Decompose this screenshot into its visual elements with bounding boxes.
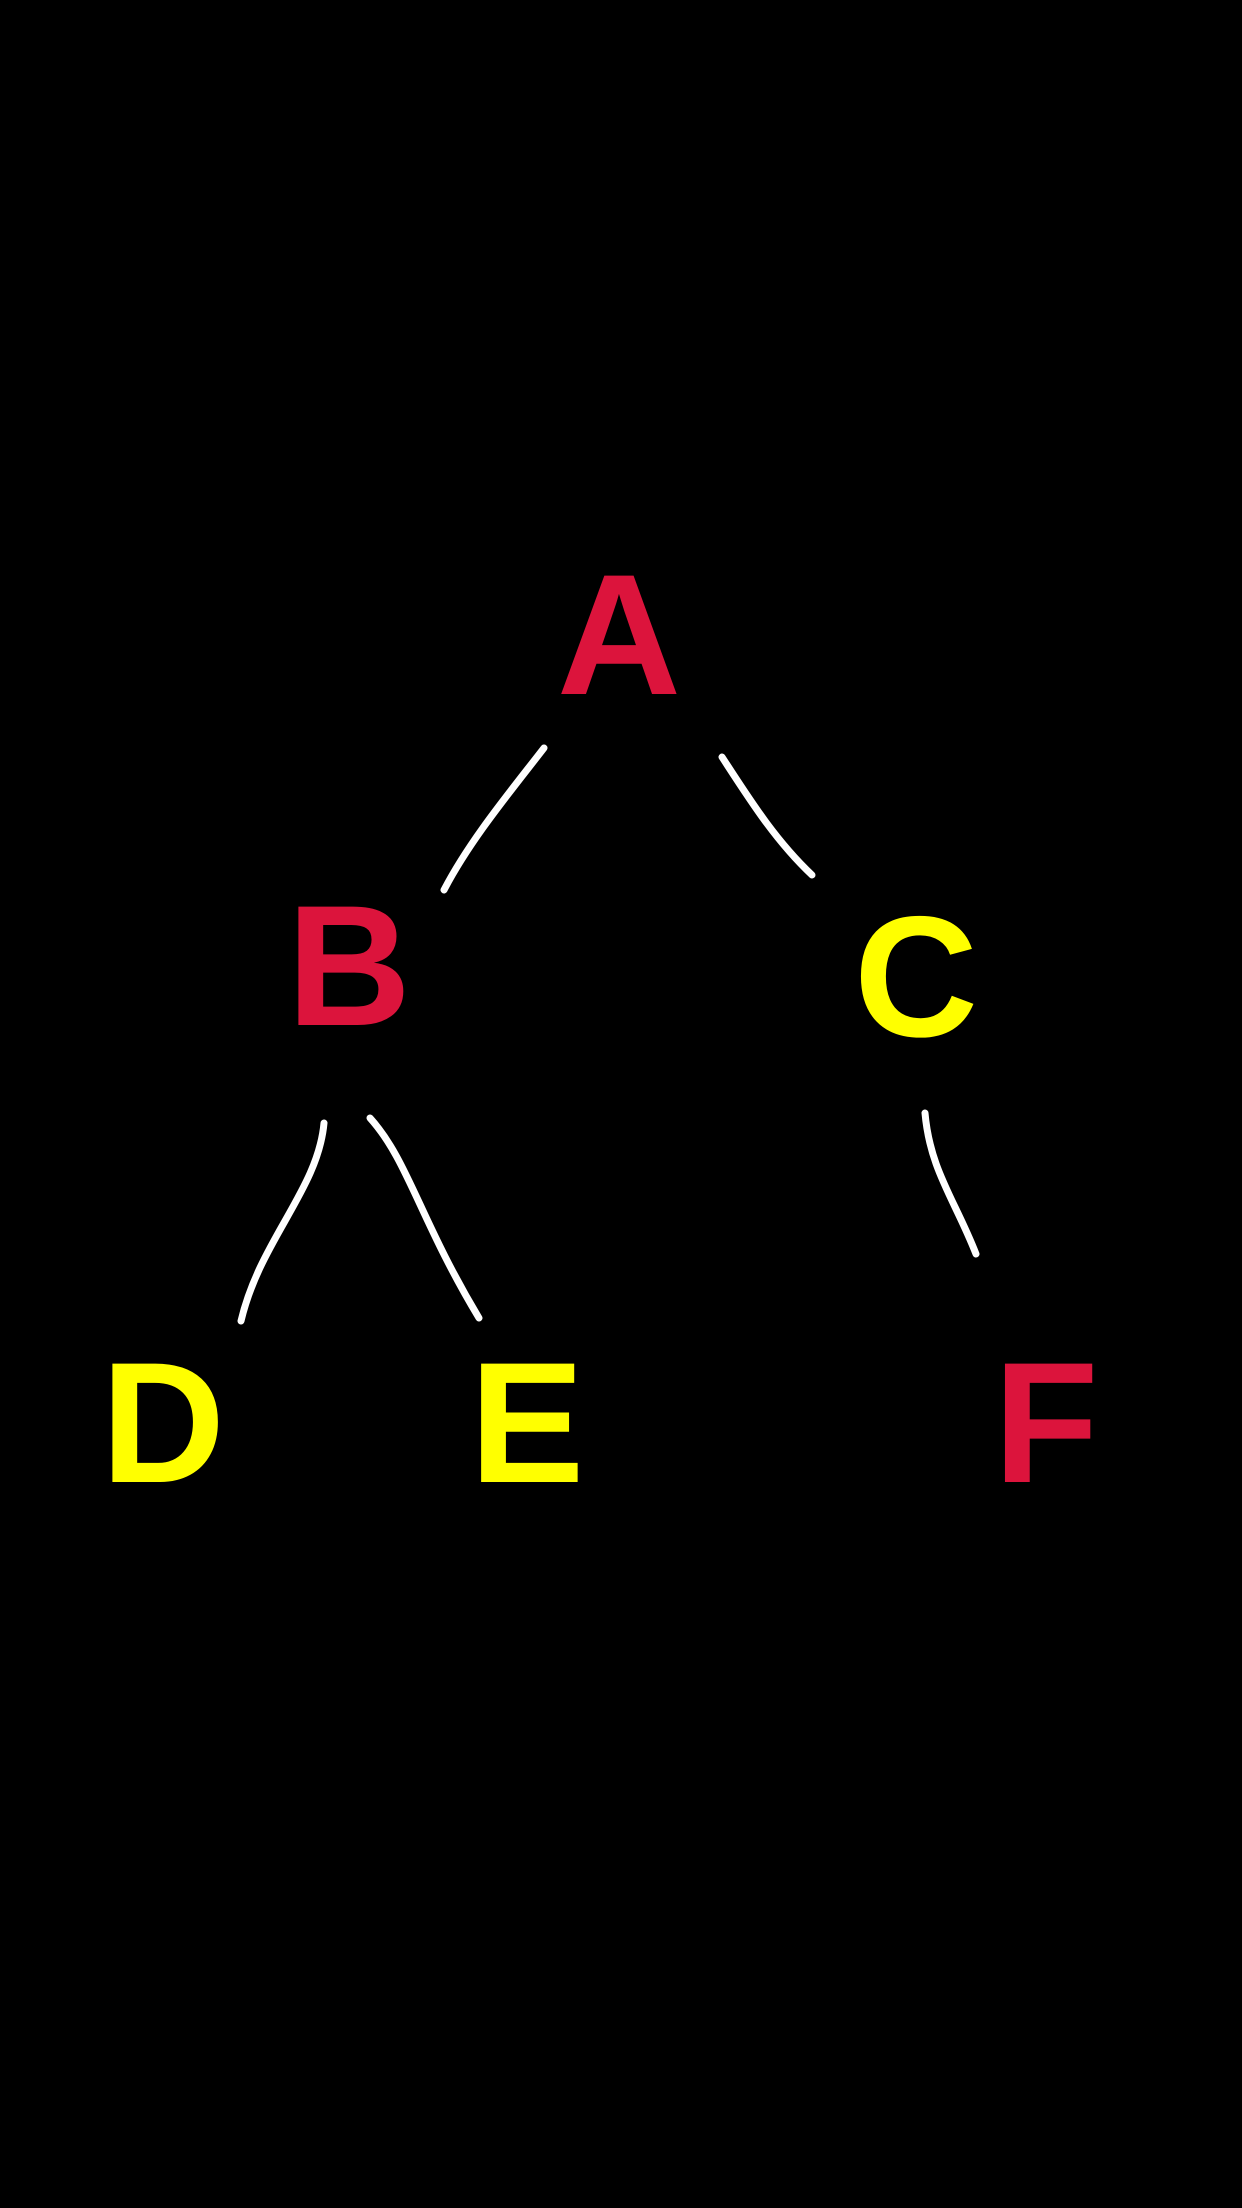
node-b: B — [287, 870, 411, 1062]
edge-b-d — [237, 1119, 328, 1325]
node-c: C — [854, 881, 978, 1073]
node-e: E — [470, 1327, 585, 1519]
node-f: F — [993, 1327, 1098, 1519]
node-a: A — [557, 539, 681, 731]
edge-c-f — [921, 1109, 980, 1258]
edge-a-c — [718, 753, 816, 879]
edge-b-e — [366, 1114, 483, 1322]
node-d: D — [101, 1327, 225, 1519]
edge-a-b — [440, 744, 548, 894]
